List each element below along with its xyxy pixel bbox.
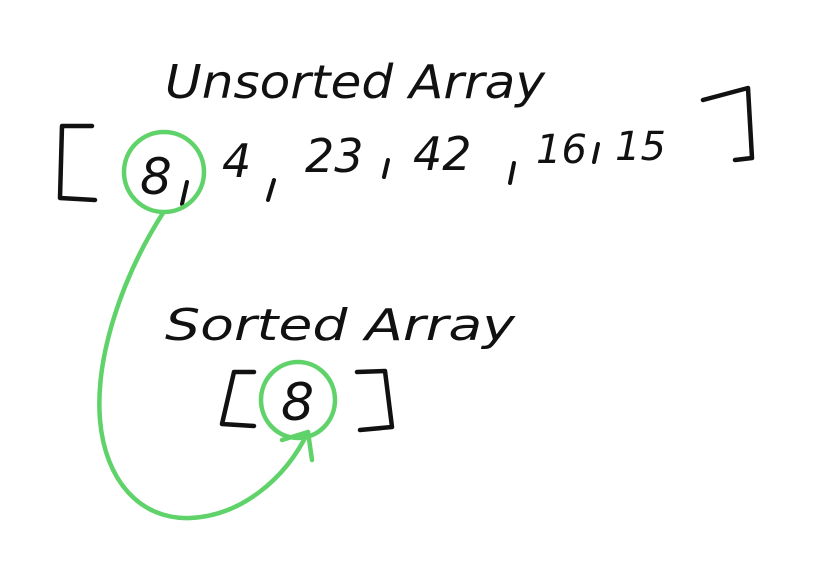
move-arrow: [97, 210, 315, 521]
comma-5: [592, 142, 600, 164]
sorted-array-title: Sorted Array: [165, 300, 516, 351]
comma-3: [382, 158, 390, 179]
comma-1: [180, 180, 189, 206]
sorted-right-bracket: [354, 368, 395, 433]
unsorted-separators: [180, 142, 600, 206]
sorted-highlight-circle: [258, 359, 338, 441]
unsorted-array-title: Unsorted Array: [165, 55, 546, 109]
unsorted-value-42: 42: [413, 127, 472, 181]
move-arrow-curve: [97, 210, 311, 521]
unsorted-value-23: 23: [305, 129, 364, 183]
unsorted-value-4: 4: [222, 134, 251, 188]
unsorted-values: 8 4 23 42 16 15: [140, 124, 666, 206]
sorted-array: [219, 368, 395, 433]
unsorted-value-15: 15: [615, 124, 666, 170]
unsorted-value-8: 8: [140, 148, 172, 206]
unsorted-array: [57, 85, 755, 203]
unsorted-left-bracket: [57, 123, 98, 203]
sorted-left-bracket: [219, 369, 257, 429]
sorted-value-8: 8: [281, 373, 314, 433]
comma-2: [266, 178, 276, 202]
comma-4: [508, 161, 516, 185]
unsorted-value-16: 16: [536, 127, 587, 173]
unsorted-right-bracket: [700, 85, 755, 163]
move-arrow-head: [279, 429, 315, 463]
